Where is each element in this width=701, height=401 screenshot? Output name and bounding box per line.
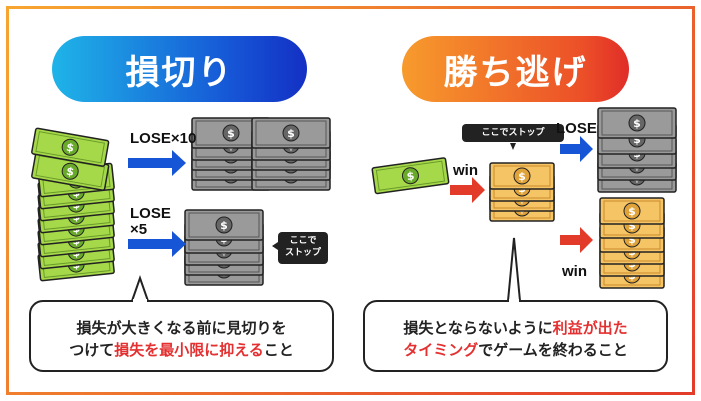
green-single-bill: [371, 156, 450, 195]
label-win-2: win: [562, 263, 587, 280]
blue-arrow-lose: [560, 136, 593, 162]
gold-money-stack-right: [599, 197, 665, 289]
loss-cut-line1: 損失が大きくなる前に見切りを: [76, 319, 287, 337]
quit-ahead-line2: タイミングでゲームを終わること: [365, 339, 666, 361]
red-arrow-win: [450, 177, 485, 203]
label-lose-right: LOSE: [556, 120, 597, 137]
quit-ahead-line1-a: 損失とならないように: [403, 319, 553, 337]
quit-ahead-explanation-bubble: 損失とならないように利益が出た タイミングでゲームを終わること: [363, 300, 668, 372]
gray-money-stack-small: [184, 209, 264, 286]
quit-ahead-line2-emphasis: タイミング: [403, 341, 479, 359]
loss-cut-line2: つけて損失を最小限に抑えること: [31, 339, 332, 361]
loss-cut-line2-a: つけて: [69, 341, 115, 359]
red-arrow-win-2: [560, 227, 593, 253]
loss-cut-explanation-bubble: 損失が大きくなる前に見切りを つけて損失を最小限に抑えること: [29, 300, 334, 372]
stop-here-callout-right: ここでストップ: [462, 124, 564, 142]
label-lose-x5-line2: ×5: [130, 221, 148, 238]
quit-ahead-line1-emphasis: 利益が出た: [552, 319, 628, 337]
label-lose-x10: LOSE×10: [130, 130, 197, 147]
title-pill-quit-while-ahead: 勝ち逃げ: [402, 36, 629, 102]
loss-cut-line2-c: こと: [263, 341, 294, 359]
blue-arrow-lose5: [128, 231, 186, 257]
green-money-stack: [30, 127, 116, 282]
quit-ahead-line1: 損失とならないように利益が出た: [365, 317, 666, 339]
label-lose-x5-line1: LOSE: [130, 205, 171, 222]
label-win-1: win: [453, 162, 478, 179]
title-loss-cut: 損切り: [125, 52, 234, 93]
blue-arrow-lose10: [128, 150, 186, 176]
stop-callout-line1: ここで: [289, 236, 317, 246]
stop-callout-line2: ストップ: [284, 248, 321, 258]
gray-money-stack-large: [191, 117, 331, 191]
loss-cut-line2-emphasis: 損失を最小限に抑える: [114, 341, 264, 359]
quit-ahead-line2-b: でゲームを終わること: [478, 341, 628, 359]
title-pill-loss-cut: 損切り: [52, 36, 307, 102]
gray-money-stack-right: [597, 107, 677, 193]
title-quit-while-ahead: 勝ち逃げ: [443, 52, 588, 93]
gold-money-stack-middle: [489, 162, 555, 222]
stop-here-callout-left: ここで ストップ: [278, 232, 328, 264]
